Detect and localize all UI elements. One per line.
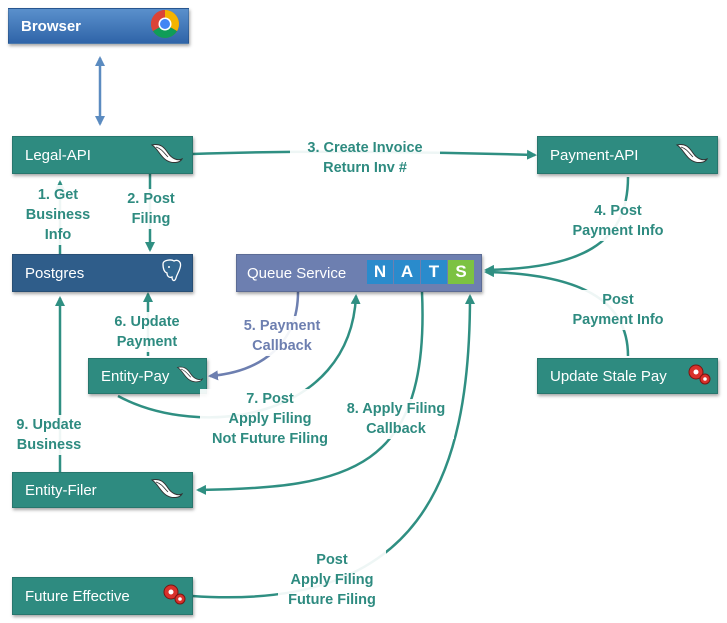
- flask-icon: [675, 141, 709, 169]
- edge-label-get-business-info: 1. Get Business Info: [18, 185, 98, 245]
- nats-logo-letter: A: [394, 260, 420, 284]
- edge-label-line: 1. Get: [18, 185, 98, 205]
- legal-api-node[interactable]: Legal-API: [12, 136, 193, 174]
- edge-label-line: 6. Update: [104, 312, 190, 332]
- payment-api-node[interactable]: Payment-API: [537, 136, 718, 174]
- chrome-icon: [150, 9, 180, 43]
- nats-logo-letter: T: [421, 260, 447, 284]
- edge-label-apply-filing-callback: 8. Apply Filing Callback: [338, 399, 454, 439]
- gears-icon: [685, 361, 713, 391]
- edge-label-line: 7. Post: [200, 389, 340, 409]
- nats-logo-letter: S: [448, 260, 474, 284]
- edge-label-line: 3. Create Invoice: [290, 138, 440, 158]
- edge-label-post-payment-info: 4. Post Payment Info: [560, 201, 676, 241]
- edge-label-line: 5. Payment: [232, 316, 332, 336]
- edge-label-line: Business: [8, 435, 90, 455]
- entity-filer-node[interactable]: Entity-Filer: [12, 472, 193, 508]
- edge-label-line: Return Inv #: [290, 158, 440, 178]
- edge-label-line: Payment Info: [560, 310, 676, 330]
- edge-label-create-invoice: 3. Create Invoice Return Inv #: [290, 138, 440, 178]
- legal-api-label: Legal-API: [25, 146, 91, 164]
- edge-label-line: Apply Filing: [278, 570, 386, 590]
- edge-label-post-filing: 2. Post Filing: [118, 189, 184, 229]
- queue-service-label: Queue Service: [247, 264, 347, 282]
- edge-label-line: Apply Filing: [200, 409, 340, 429]
- queue-service-node[interactable]: Queue Service N A T S: [236, 254, 482, 292]
- flask-icon: [150, 141, 184, 169]
- edge-post-payment-info: [484, 176, 630, 275]
- edge-label-line: Callback: [338, 419, 454, 439]
- future-effective-node[interactable]: Future Effective: [12, 577, 193, 615]
- nats-logo: N A T S: [367, 260, 475, 284]
- future-effective-label: Future Effective: [25, 587, 130, 605]
- browser-node[interactable]: Browser: [8, 8, 189, 44]
- edge-apply-filing-callback: [196, 291, 424, 495]
- edge-label-line: Post: [278, 550, 386, 570]
- payment-api-label: Payment-API: [550, 146, 639, 164]
- edge-label-line: 8. Apply Filing: [338, 399, 454, 419]
- entity-pay-label: Entity-Pay: [101, 367, 170, 385]
- edge-label-line: Callback: [232, 336, 332, 356]
- flask-icon: [176, 363, 204, 389]
- edge-label-line: Info: [18, 225, 98, 245]
- entity-pay-node[interactable]: Entity-Pay: [88, 358, 207, 394]
- edge-label-line: Not Future Filing: [200, 429, 340, 449]
- edge-label-line: Payment: [104, 332, 190, 352]
- browser-label: Browser: [21, 17, 82, 35]
- edge-label-update-business: 9. Update Business: [8, 415, 90, 455]
- edge-label-apply-filing-not-future: 7. Post Apply Filing Not Future Filing: [200, 389, 340, 449]
- update-stale-pay-node[interactable]: Update Stale Pay: [537, 358, 718, 394]
- edge-label-line: Business: [18, 205, 98, 225]
- edge-label-payment-callback: 5. Payment Callback: [232, 316, 332, 356]
- edge-label-update-payment: 6. Update Payment: [104, 312, 190, 352]
- edge-label-line: Payment Info: [560, 221, 676, 241]
- entity-filer-label: Entity-Filer: [25, 481, 97, 499]
- edge-label-line: 4. Post: [560, 201, 676, 221]
- edge-label-future-apply-filing: Post Apply Filing Future Filing: [278, 550, 386, 610]
- flask-icon: [150, 476, 184, 504]
- edge-label-line: 2. Post: [118, 189, 184, 209]
- edge-label-stale-post-payment-info: Post Payment Info: [560, 290, 676, 330]
- edge-future-apply-filing: [191, 294, 475, 599]
- postgres-node[interactable]: Postgres: [12, 254, 193, 292]
- edge-label-line: Filing: [118, 209, 184, 229]
- postgres-label: Postgres: [25, 264, 85, 282]
- edge-label-line: 9. Update: [8, 415, 90, 435]
- edge-label-line: Future Filing: [278, 590, 386, 610]
- postgres-elephant-icon: [158, 258, 184, 288]
- update-stale-pay-label: Update Stale Pay: [550, 367, 667, 385]
- edge-label-line: Post: [560, 290, 676, 310]
- nats-logo-letter: N: [367, 260, 393, 284]
- gears-icon: [160, 581, 188, 611]
